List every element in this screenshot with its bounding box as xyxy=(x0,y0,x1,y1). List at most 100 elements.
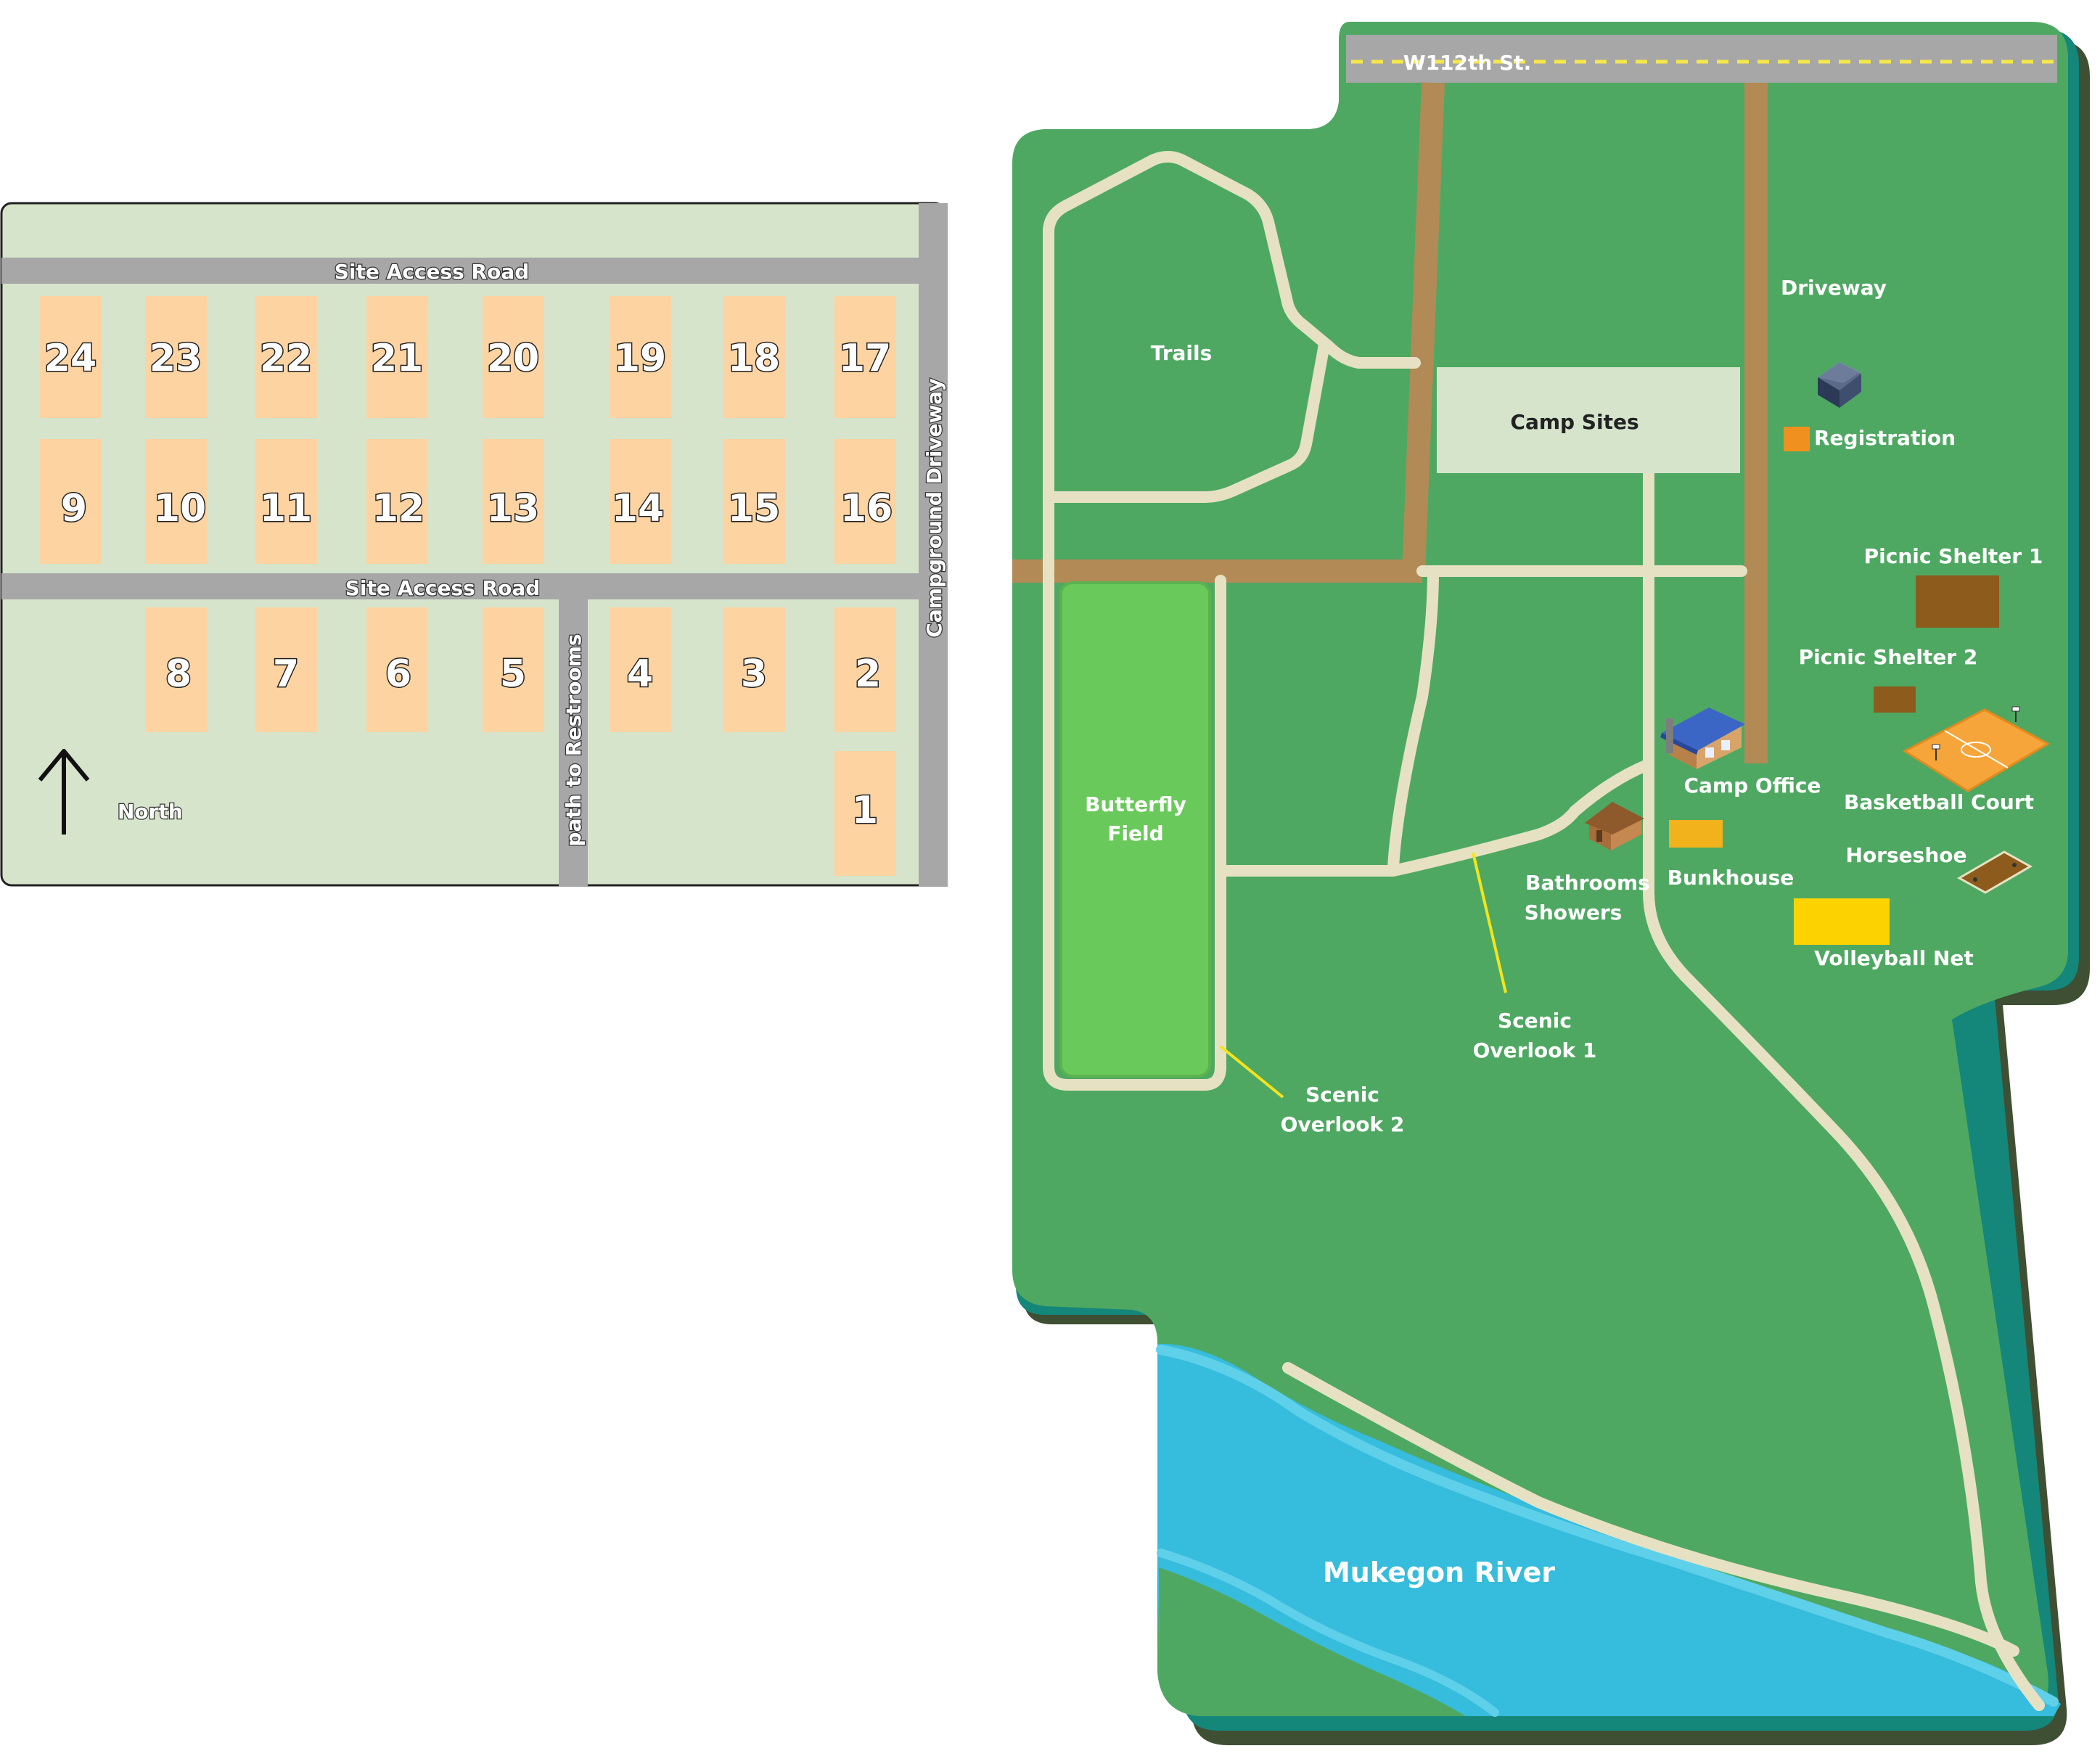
campsite-22[interactable] xyxy=(255,296,317,418)
campsite-1[interactable] xyxy=(834,751,896,876)
camp-sites-label: Camp Sites xyxy=(1510,410,1638,434)
scenic-overlook-2-label-1: Scenic xyxy=(1305,1083,1379,1107)
camp-office-label: Camp Office xyxy=(1683,774,1821,798)
horseshoe-label: Horseshoe xyxy=(1846,843,1967,867)
campsite-3-label: 3 xyxy=(741,652,767,696)
park-map: W112th St. Butterfly Field Camp Site xyxy=(1012,22,2090,1745)
campsite-22-label: 22 xyxy=(260,337,312,380)
campsite-7[interactable] xyxy=(255,607,317,732)
campsite-10-label: 10 xyxy=(154,487,206,530)
dumpster-icon xyxy=(1818,361,1861,408)
horseshoe-pit-icon[interactable] xyxy=(1956,850,2033,894)
campsite-16-label: 16 xyxy=(840,487,893,530)
site-access-road-top xyxy=(1,258,922,284)
campsite-18[interactable] xyxy=(723,296,785,418)
campsite-11[interactable] xyxy=(255,439,317,564)
north-label: North xyxy=(118,800,183,824)
cabin-icon xyxy=(1585,802,1644,850)
campsite-15[interactable] xyxy=(723,439,785,564)
bunkhouse-label: Bunkhouse xyxy=(1668,866,1795,890)
campsite-20-label: 20 xyxy=(487,337,539,380)
campsite-14[interactable] xyxy=(610,439,671,564)
campsite-6-label: 6 xyxy=(385,652,411,696)
river-south-bank xyxy=(1157,1549,1499,1717)
site-access-road-middle xyxy=(1,573,922,599)
arrow-up-icon xyxy=(38,749,90,835)
butterfly-field[interactable] xyxy=(1059,581,1211,1078)
registration-booth[interactable] xyxy=(1784,427,1810,451)
picnic-shelter-2-label: Picnic Shelter 2 xyxy=(1799,645,1978,669)
driveway-label: Driveway xyxy=(1781,276,1887,300)
volleyball-net[interactable] xyxy=(1794,898,1890,945)
campsite-9-label: 9 xyxy=(61,487,87,530)
scenic-overlook-1-pointer xyxy=(1472,852,1507,993)
campsite-24[interactable] xyxy=(40,296,102,418)
campsite-10[interactable] xyxy=(145,439,207,564)
campsite-16[interactable] xyxy=(834,439,896,564)
campsite-8[interactable] xyxy=(145,607,207,732)
campsite-13-label: 13 xyxy=(487,487,539,530)
campsite-6[interactable] xyxy=(366,607,428,732)
campsite-13[interactable] xyxy=(483,439,544,564)
campsite-24-label: 24 xyxy=(44,337,97,380)
walking-paths xyxy=(1043,151,2045,1711)
site-row-3: 8 7 6 5 4 3 2 1 xyxy=(145,607,896,876)
basketball-court-label: Basketball Court xyxy=(1844,790,2034,814)
campsite-21-label: 21 xyxy=(371,337,423,380)
campsite-19[interactable] xyxy=(610,296,671,418)
basketball-court-icon[interactable] xyxy=(1902,706,2051,792)
campsite-23-label: 23 xyxy=(149,337,202,380)
trails-label: Trails xyxy=(1151,341,1213,365)
campsite-17-label: 17 xyxy=(839,337,891,380)
butterfly-field-label-1: Butterfly xyxy=(1085,792,1186,816)
campsite-18-label: 18 xyxy=(728,337,780,380)
campsite-4-label: 4 xyxy=(627,652,653,696)
campsite-19-label: 19 xyxy=(614,337,666,380)
campsite-7-label: 7 xyxy=(273,652,299,696)
bathrooms-label-1: Bathrooms xyxy=(1525,871,1650,895)
volleyball-net-label: Volleyball Net xyxy=(1814,946,1974,970)
campsite-4[interactable] xyxy=(610,607,671,732)
picnic-shelter-1-label: Picnic Shelter 1 xyxy=(1864,544,2043,568)
campground-driveway xyxy=(919,203,948,887)
house-icon xyxy=(1660,708,1745,769)
path-to-restrooms xyxy=(559,599,588,887)
campsite-2[interactable] xyxy=(834,607,896,732)
campsite-1-label: 1 xyxy=(852,789,878,832)
scenic-overlook-1-label-2: Overlook 1 xyxy=(1473,1038,1597,1062)
campsite-17[interactable] xyxy=(834,296,896,418)
camp-sites-area[interactable] xyxy=(1437,367,1740,473)
w112th-street-label: W112th St. xyxy=(1403,51,1532,75)
picnic-shelter-1[interactable] xyxy=(1916,575,1999,628)
site-row-2: 9 10 11 12 13 14 15 16 xyxy=(40,439,896,564)
bunkhouse[interactable] xyxy=(1669,820,1723,848)
campsite-8-label: 8 xyxy=(165,652,192,696)
scenic-overlook-1-label-1: Scenic xyxy=(1498,1009,1572,1033)
campsite-14-label: 14 xyxy=(612,487,664,530)
mukegon-river xyxy=(1157,1343,2061,1716)
river-south-shore xyxy=(1159,1567,1466,1716)
site-row-1: 24 23 22 21 20 19 18 17 xyxy=(40,296,896,418)
site-access-road-top-label: Site Access Road xyxy=(335,260,530,284)
path-to-restrooms-label: path to Restrooms xyxy=(562,634,586,846)
campsite-21[interactable] xyxy=(366,296,428,418)
campsite-5-label: 5 xyxy=(500,652,526,696)
driveways xyxy=(1012,82,1768,763)
campsite-23[interactable] xyxy=(145,296,207,418)
campsite-2-label: 2 xyxy=(855,652,881,696)
w112th-street xyxy=(1346,35,2057,83)
scenic-overlook-2-label-2: Overlook 2 xyxy=(1281,1112,1405,1136)
campsite-5[interactable] xyxy=(483,607,544,732)
campsite-plan: Site Access Road Site Access Road Campgr… xyxy=(0,202,948,887)
campsite-9[interactable] xyxy=(40,439,102,564)
butterfly-field-label-2: Field xyxy=(1107,821,1163,845)
campsite-panel xyxy=(0,202,946,887)
campsite-3[interactable] xyxy=(723,607,785,732)
picnic-shelter-2[interactable] xyxy=(1874,686,1916,713)
campsite-12[interactable] xyxy=(366,439,428,564)
bathrooms-label-2: Showers xyxy=(1525,901,1623,924)
campsite-20[interactable] xyxy=(483,296,544,418)
campsite-15-label: 15 xyxy=(728,487,780,530)
registration-label: Registration xyxy=(1814,426,1956,450)
